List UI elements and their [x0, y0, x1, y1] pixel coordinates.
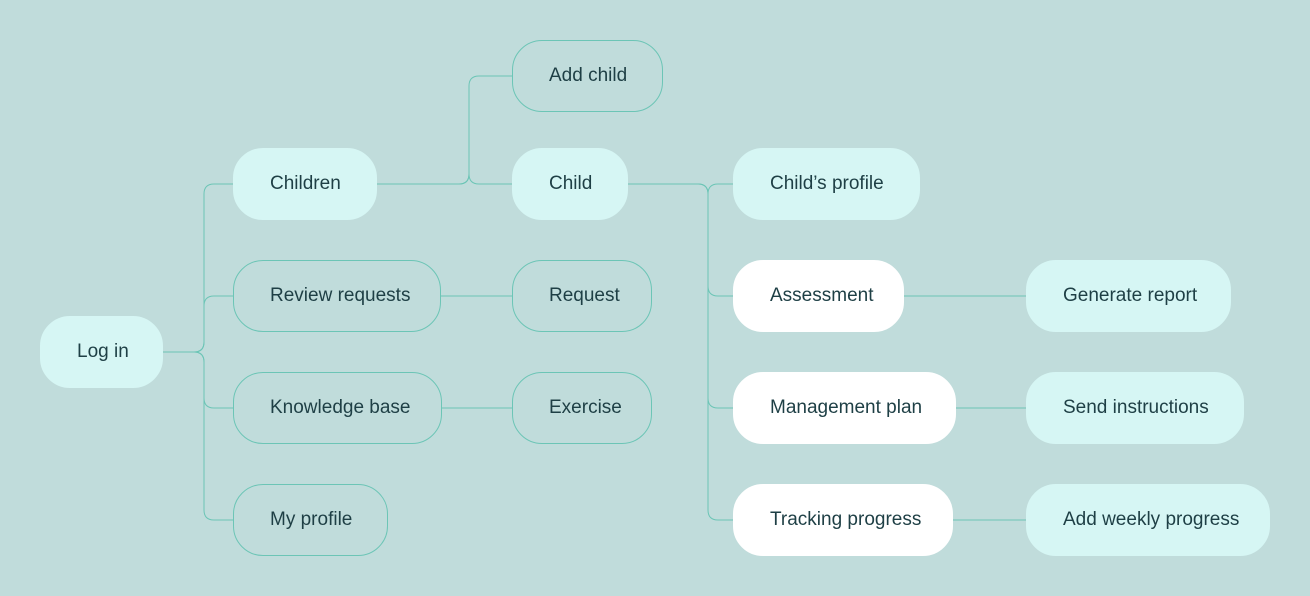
node-my-profile[interactable]: My profile: [233, 484, 388, 556]
connector-child-assessment: [707, 194, 733, 297]
node-add-weekly-progress[interactable]: Add weekly progress: [1026, 484, 1270, 556]
node-review-requests[interactable]: Review requests: [233, 260, 441, 332]
connector-child-mgmt: [707, 286, 733, 409]
node-childs-profile[interactable]: Child’s profile: [733, 148, 920, 220]
connector-child-trunk: [628, 183, 709, 195]
node-assessment[interactable]: Assessment: [733, 260, 904, 332]
connector-children-addchild: [377, 75, 512, 185]
node-child[interactable]: Child: [512, 148, 628, 220]
node-send-instructions[interactable]: Send instructions: [1026, 372, 1244, 444]
node-generate-report[interactable]: Generate report: [1026, 260, 1231, 332]
node-management-plan[interactable]: Management plan: [733, 372, 956, 444]
node-children[interactable]: Children: [233, 148, 377, 220]
node-log-in[interactable]: Log in: [40, 316, 163, 388]
node-exercise[interactable]: Exercise: [512, 372, 652, 444]
connector-child-tracking: [707, 398, 733, 521]
connector-child-childprofile: [697, 183, 733, 195]
node-tracking-progress[interactable]: Tracking progress: [733, 484, 953, 556]
connector-login-children: [193, 183, 233, 353]
node-request[interactable]: Request: [512, 260, 652, 332]
connector-children-child: [458, 173, 512, 185]
connector-login-review: [193, 295, 233, 353]
connector-login-myprofile: [193, 351, 233, 521]
node-add-child[interactable]: Add child: [512, 40, 663, 112]
node-knowledge-base[interactable]: Knowledge base: [233, 372, 442, 444]
connector-login-knowledge: [193, 351, 233, 409]
